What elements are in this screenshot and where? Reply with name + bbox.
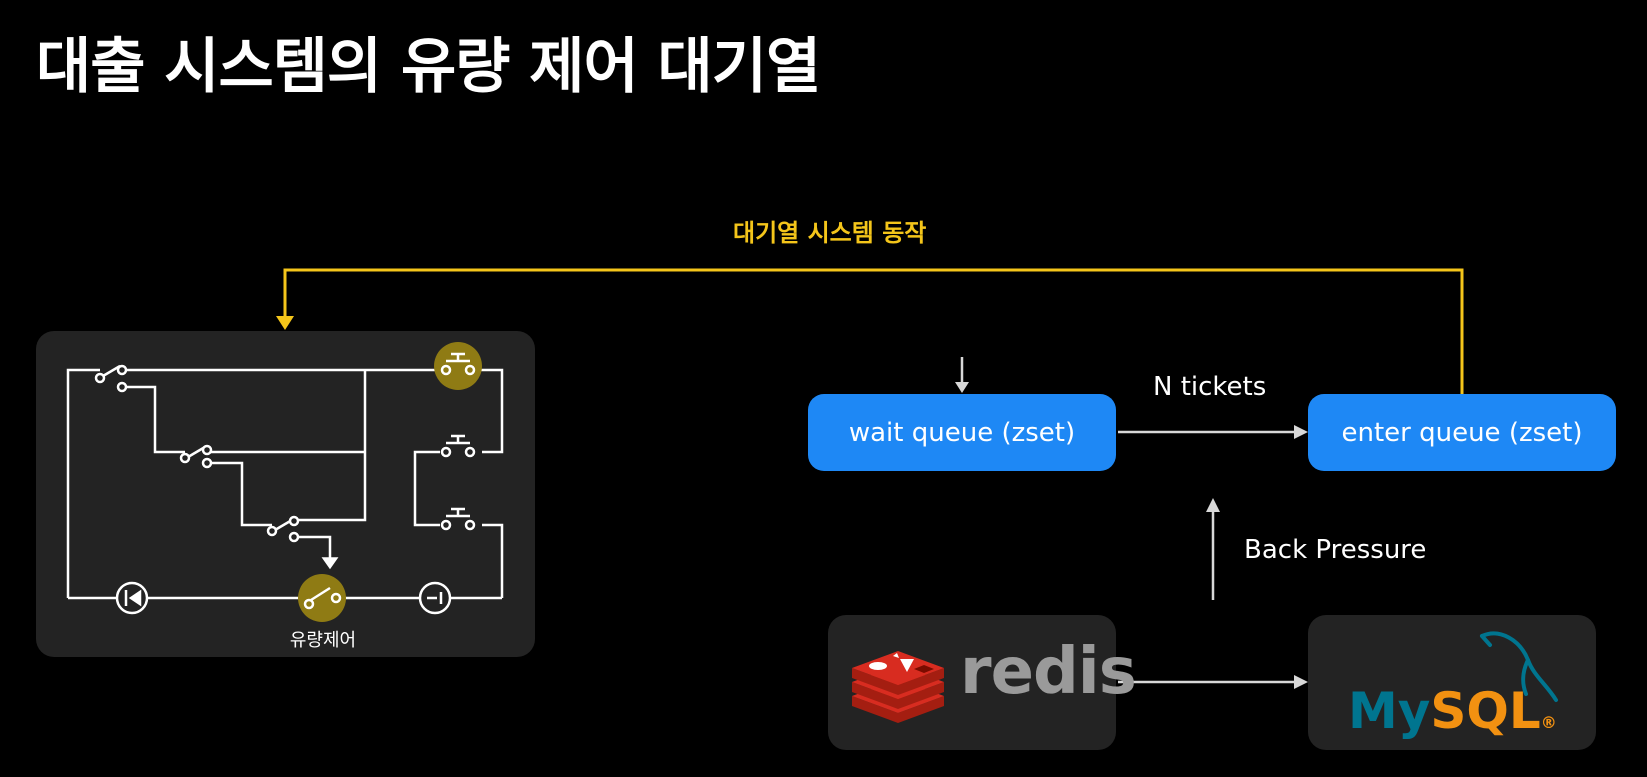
mysql-logo-sql: SQL [1430,682,1541,740]
back-pressure-label: Back Pressure [1244,535,1427,565]
redis-logo-icon [852,651,944,723]
push-button-low [440,507,476,531]
n-tickets-label: N tickets [1153,372,1267,402]
mysql-dolphin-icon [1480,631,1558,702]
enter-queue-box: enter queue (zset) [1308,394,1616,471]
redis-logo-text: redis [960,635,1137,709]
bottom-left-component [115,581,149,615]
bottom-right-component [418,581,452,615]
push-button-mid [440,434,476,458]
wait-queue-box: wait queue (zset) [808,394,1116,471]
flow-control-switch [298,574,346,622]
highlighted-push-button [434,342,482,390]
mysql-panel [1308,615,1596,750]
mysql-logo-text: MySQL® [1348,686,1557,736]
feedback-loop-arrowhead [276,316,294,330]
slide-title: 대출 시스템의 유량 제어 대기열 [36,32,821,102]
circuit-diagram [66,364,504,600]
feedback-loop-label: 대기열 시스템 동작 [733,219,927,247]
flow-control-caption: 유량제어 [289,630,357,651]
mysql-logo-registered: ® [1540,713,1557,732]
mysql-logo-my: My [1348,682,1431,740]
feedback-loop-line [283,268,1464,394]
